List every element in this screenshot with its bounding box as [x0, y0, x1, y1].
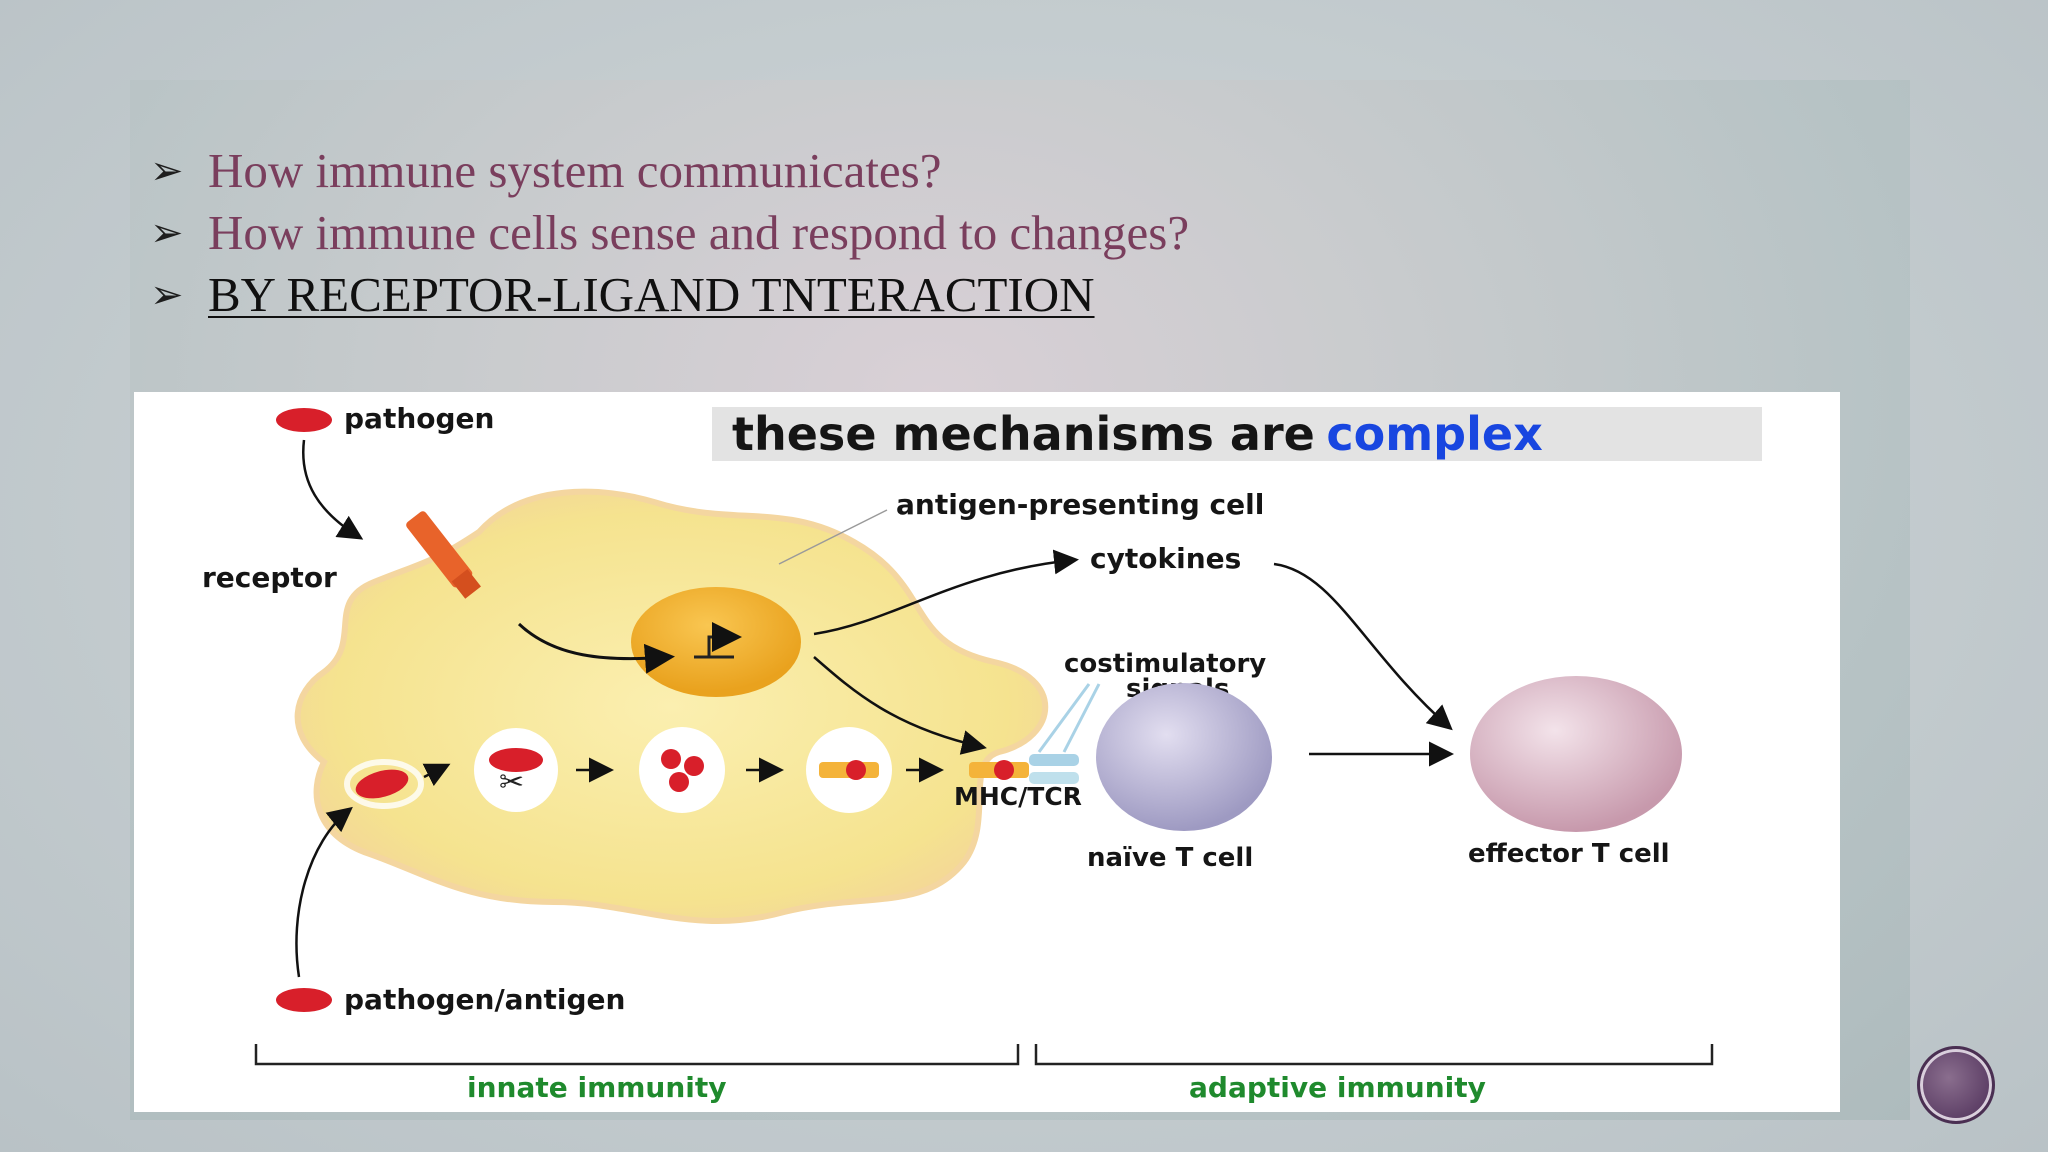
pathogen-icon [276, 408, 332, 432]
adaptive-bracket [1034, 1044, 1714, 1066]
naive-t-cell-icon [1096, 683, 1272, 831]
antigen-presenting-cell [294, 488, 1049, 924]
arrow-icon [813, 549, 1079, 636]
bullet-item: ➢ How immune system communicates? [150, 140, 1189, 202]
title-box [712, 407, 1762, 461]
arrow-bullet-icon: ➢ [150, 148, 184, 194]
pathogen-icon [355, 769, 409, 799]
arrow-bullet-icon: ➢ [150, 272, 184, 318]
arrow-icon [517, 622, 675, 674]
arrow-icon [295, 806, 353, 978]
title-part1: these mechanisms are [732, 407, 1315, 461]
title-text: these mechanisms are complex [732, 407, 1543, 461]
arrow-icon [422, 763, 451, 787]
adaptive-immunity-label: adaptive immunity [1189, 1071, 1486, 1104]
diagram-svg: these mechanisms are complex pathogen re… [202, 402, 1762, 1104]
bullet-text: How immune cells sense and respond to ch… [208, 205, 1190, 260]
arrow-icon [302, 439, 364, 540]
cytokines-label: cytokines [1090, 542, 1241, 575]
receptor-icon [406, 511, 481, 599]
innate-bracket [254, 1044, 1020, 1066]
arrow-icon [813, 656, 987, 755]
arrow-icon [1273, 562, 1453, 731]
slide-nav-circle-icon[interactable] [1917, 1046, 1995, 1124]
bullet-item: ➢ How immune cells sense and respond to … [150, 202, 1189, 264]
naive-t-cell-label: naïve T cell [1087, 843, 1253, 873]
tcr-icon [1029, 754, 1079, 766]
pathogen-icon [276, 988, 332, 1012]
gene-promoter-icon [694, 637, 736, 657]
costim-label: costimulatory [1064, 649, 1266, 679]
receptor-label: receptor [202, 561, 337, 594]
effector-t-cell-label: effector T cell [1468, 839, 1670, 869]
pathogen-antigen-label: pathogen/antigen [344, 983, 625, 1016]
phagosome-icon [639, 727, 725, 813]
immune-diagram: these mechanisms are complex pathogen re… [134, 392, 1840, 1112]
costim-line [1062, 683, 1101, 753]
pathogen-label: pathogen [344, 402, 494, 435]
apc-pointer-line [778, 509, 888, 565]
innate-immunity-label: innate immunity [467, 1071, 727, 1104]
bullet-text-underlined: BY RECEPTOR-LIGAND TNTERACTION [208, 267, 1095, 322]
effector-t-cell-icon [1470, 676, 1682, 832]
bullet-text: How immune system communicates? [208, 143, 942, 198]
bullet-list: ➢ How immune system communicates? ➢ How … [150, 140, 1189, 326]
mhc-tcr-label: MHC/TCR [954, 782, 1082, 811]
bullet-item: ➢ BY RECEPTOR-LIGAND TNTERACTION [150, 264, 1189, 326]
costim-line [1037, 683, 1091, 753]
apc-label: antigen-presenting cell [896, 488, 1264, 521]
scissors-icon: ✂ [499, 765, 524, 800]
nucleus-icon [631, 587, 801, 697]
arrow-bullet-icon: ➢ [150, 210, 184, 256]
title-part2: complex [1326, 407, 1542, 461]
